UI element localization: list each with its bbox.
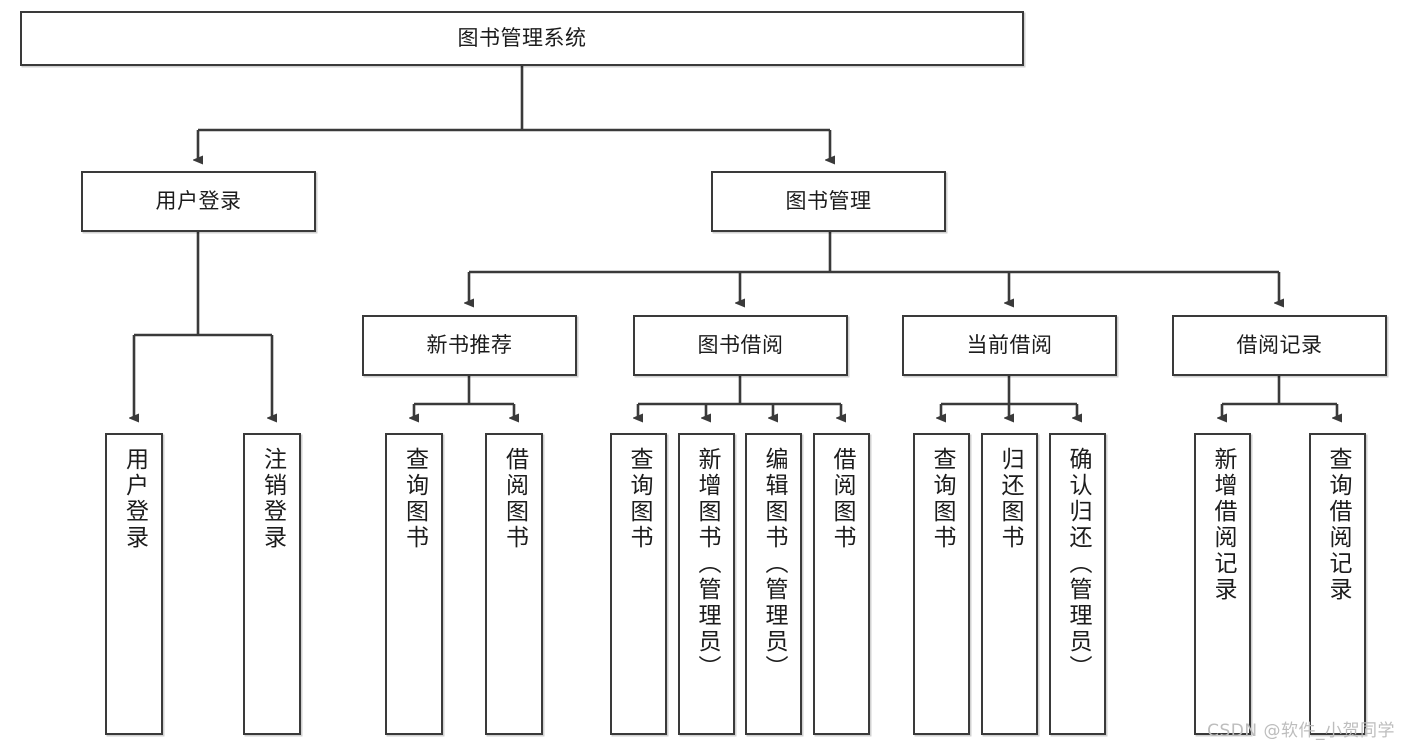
- leaf-borrow-book-recommend-label: 借阅图书: [501, 447, 528, 551]
- node-borrow-record-label: 借阅记录: [1236, 333, 1323, 358]
- leaf-query-borrow-record[interactable]: 查询借阅记录: [1309, 433, 1366, 735]
- leaf-confirm-return-admin[interactable]: 确认归还（管理员）: [1049, 433, 1106, 735]
- node-book-borrow-label: 图书借阅: [697, 333, 784, 358]
- leaf-query-book-recommend[interactable]: 查询图书: [385, 433, 443, 735]
- leaf-borrow-book-borrow[interactable]: 借阅图书: [813, 433, 870, 735]
- node-book-management[interactable]: 图书管理: [711, 171, 946, 232]
- watermark-text: CSDN @软件_小贺同学: [1207, 721, 1395, 741]
- leaf-add-book-admin[interactable]: 新增图书（管理员）: [678, 433, 735, 735]
- node-user-login-label: 用户登录: [155, 189, 242, 214]
- leaf-user-login[interactable]: 用户登录: [105, 433, 163, 735]
- leaf-confirm-return-admin-label: 确认归还（管理员）: [1065, 447, 1091, 681]
- leaf-query-book-recommend-label: 查询图书: [401, 447, 428, 551]
- leaf-add-book-admin-label: 新增图书（管理员）: [694, 447, 720, 681]
- leaf-logout-label: 注销登录: [259, 447, 286, 551]
- node-root[interactable]: 图书管理系统: [20, 11, 1024, 66]
- leaf-return-book[interactable]: 归还图书: [981, 433, 1038, 735]
- leaf-return-book-label: 归还图书: [997, 447, 1023, 551]
- leaf-query-borrow-record-label: 查询借阅记录: [1325, 447, 1351, 603]
- node-root-label: 图书管理系统: [457, 26, 587, 51]
- node-book-borrow[interactable]: 图书借阅: [633, 315, 848, 376]
- leaf-user-login-label: 用户登录: [121, 447, 148, 551]
- leaf-query-book-current[interactable]: 查询图书: [913, 433, 970, 735]
- node-new-book-recommend[interactable]: 新书推荐: [362, 315, 577, 376]
- leaf-borrow-book-borrow-label: 借阅图书: [829, 447, 855, 551]
- leaf-borrow-book-recommend[interactable]: 借阅图书: [485, 433, 543, 735]
- node-new-book-recommend-label: 新书推荐: [426, 333, 513, 358]
- node-current-borrow-label: 当前借阅: [966, 333, 1053, 358]
- leaf-query-book-borrow[interactable]: 查询图书: [610, 433, 667, 735]
- leaf-add-borrow-record-label: 新增借阅记录: [1210, 447, 1236, 603]
- leaf-query-book-borrow-label: 查询图书: [626, 447, 652, 551]
- node-current-borrow[interactable]: 当前借阅: [902, 315, 1117, 376]
- node-borrow-record[interactable]: 借阅记录: [1172, 315, 1387, 376]
- leaf-query-book-current-label: 查询图书: [929, 447, 955, 551]
- leaf-logout[interactable]: 注销登录: [243, 433, 301, 735]
- node-user-login[interactable]: 用户登录: [81, 171, 316, 232]
- leaf-edit-book-admin-label: 编辑图书（管理员）: [761, 447, 787, 681]
- leaf-edit-book-admin[interactable]: 编辑图书（管理员）: [745, 433, 802, 735]
- leaf-add-borrow-record[interactable]: 新增借阅记录: [1194, 433, 1251, 735]
- node-book-management-label: 图书管理: [785, 189, 872, 214]
